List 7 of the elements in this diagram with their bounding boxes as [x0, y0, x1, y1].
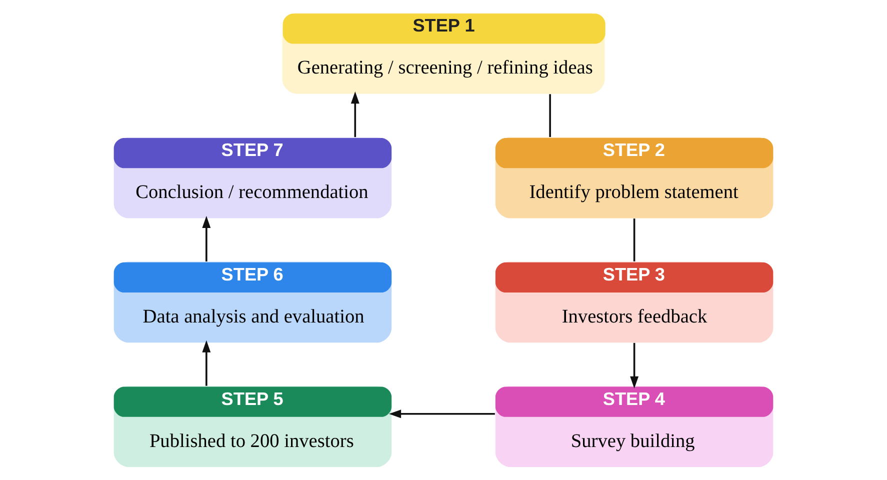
- arrow: [350, 92, 360, 138]
- arrow: [388, 410, 495, 418]
- connector: [633, 218, 636, 262]
- arrow: [630, 342, 639, 388]
- connector: [549, 94, 551, 137]
- arrow: [202, 216, 211, 262]
- arrow: [202, 340, 211, 386]
